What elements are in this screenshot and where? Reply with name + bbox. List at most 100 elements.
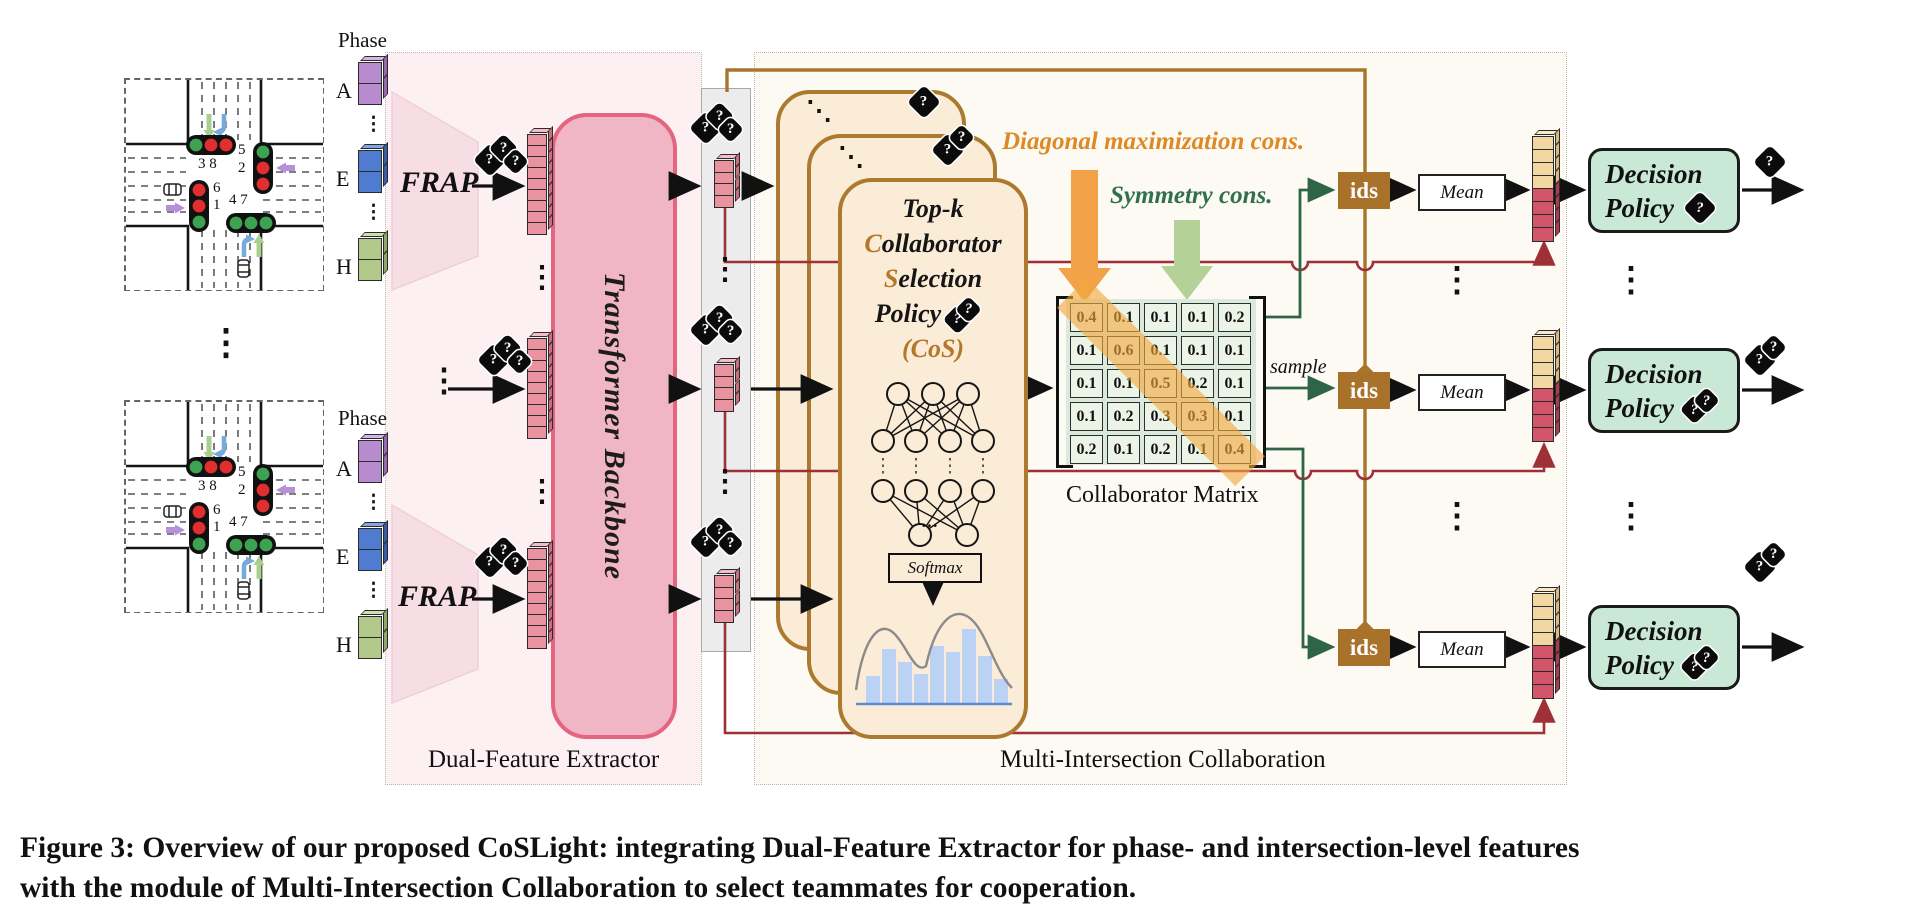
transformer-backbone-label: Transformer Backbone	[598, 271, 631, 581]
cos-card-dice-icon-1: ?	[907, 85, 942, 120]
mean-box-3: Mean	[1418, 631, 1506, 668]
question-dice-icon: ?	[1682, 190, 1720, 225]
decision-policy-box-1: Decision Policy?	[1588, 148, 1740, 233]
matrix-cell: 0.1	[1144, 303, 1177, 332]
decision-policy-box-2: Decision Policy??	[1588, 348, 1740, 433]
obs-dice-icon-1: ???	[473, 133, 538, 184]
phase-letter-e: E	[336, 544, 350, 569]
phase-feature-stack-2	[527, 338, 547, 439]
matrix-cell: 0.1	[1181, 303, 1214, 332]
dual-feature-extractor-label: Dual-Feature Extractor	[428, 746, 660, 773]
ellipsis-vertical: ⋮	[1614, 262, 1648, 299]
obs-dice-icon-3: ???	[473, 535, 538, 586]
obs-dice-icon-2: ???	[477, 333, 542, 384]
phase-label-top: Phase	[338, 28, 387, 52]
phase-letter-h: H	[336, 254, 352, 279]
cos-title-line5: (CoS)	[901, 334, 965, 363]
phase-cubes-a	[358, 62, 382, 105]
matrix-cell: 0.1	[1181, 336, 1214, 365]
transformer-backbone-box: Transformer Backbone	[551, 113, 677, 739]
matrix-cell: 0.1	[1218, 402, 1251, 431]
signal-number-south: 4 7	[229, 192, 248, 208]
mean-box-1: Mean	[1418, 174, 1506, 211]
ids-box-1: ids	[1338, 172, 1390, 209]
matrix-cell: 0.2	[1218, 303, 1251, 332]
strip-dice-icon-3: ???	[689, 515, 752, 564]
signal-number-west-top: 6	[213, 502, 221, 518]
strip-dice-icon-2: ???	[689, 303, 752, 352]
softmax-box: Softmax	[888, 553, 982, 583]
ellipsis-diagonal: ⋱	[838, 142, 864, 171]
signal-number-south: 4 7	[229, 514, 248, 530]
matrix-cell: 0.2	[1181, 369, 1214, 398]
matrix-bracket-right	[1249, 296, 1266, 468]
frap-label-2: FRAP	[398, 580, 477, 613]
phase-label-bottom: Phase	[338, 406, 387, 430]
phase-cubes-a	[358, 440, 382, 483]
figure-caption-line1: Figure 3: Overview of our proposed CoSLi…	[20, 832, 1580, 864]
matrix-cell: 0.2	[1144, 435, 1177, 464]
phase-cubes-h	[358, 616, 382, 659]
signal-number-west-top: 6	[213, 180, 221, 196]
phase-letter-e: E	[336, 166, 350, 191]
matrix-cell: 0.1	[1070, 369, 1103, 398]
ellipsis-vertical: ⋮	[364, 492, 383, 513]
collaborator-matrix-label: Collaborator Matrix	[1066, 482, 1259, 508]
cos-card-dice-icon-2: ??	[931, 124, 980, 167]
ellipsis-vertical: ⋮	[208, 322, 244, 362]
intersection-snapshot-1: 3 8 5 2 6 1 4 7	[124, 78, 324, 291]
matrix-cell: 0.6	[1107, 336, 1140, 365]
cos-title-line4: Policy??	[830, 296, 1024, 335]
matrix-cell: 0.4	[1218, 435, 1251, 464]
ids-box-2: ids	[1338, 372, 1390, 409]
signal-number-east-top: 5	[238, 142, 246, 158]
ellipsis-vertical: ⋮	[1614, 498, 1648, 535]
figure-caption-line2: with the module of Multi-Intersection Co…	[20, 872, 1137, 904]
matrix-cell: 0.3	[1181, 402, 1214, 431]
aggregated-feature-stack-2	[1532, 336, 1554, 442]
phase-feature-stack-3	[527, 548, 547, 649]
question-dice-icon: ??	[1679, 643, 1720, 681]
phase-cubes-e	[358, 150, 382, 193]
intersection-feature-stack-2	[714, 364, 734, 412]
ellipsis-vertical: ⋮	[710, 465, 740, 498]
matrix-cell: 0.1	[1107, 369, 1140, 398]
intersection-drawing	[126, 402, 323, 612]
ellipsis-vertical: ⋮	[1440, 498, 1474, 535]
intersection-snapshot-2: 3 8 5 2 6 1 4 7	[124, 400, 324, 613]
matrix-cell: 0.1	[1107, 435, 1140, 464]
signal-number-west-bottom: 1	[213, 197, 221, 213]
phase-feature-stack-1	[527, 134, 547, 235]
ids-box-3: ids	[1338, 629, 1390, 666]
ellipsis-vertical: ⋮	[364, 202, 383, 223]
diagonal-constraint-label: Diagonal maximization cons.	[1002, 128, 1305, 155]
matrix-cell: 0.5	[1144, 369, 1177, 398]
aggregated-feature-stack-1	[1532, 136, 1554, 242]
frap-label-1: FRAP	[400, 166, 479, 199]
matrix-cell: 0.1	[1181, 435, 1214, 464]
matrix-cell: 0.4	[1070, 303, 1103, 332]
phase-cubes-h	[358, 238, 382, 281]
aggregated-feature-stack-3	[1532, 593, 1554, 699]
intersection-drawing	[126, 80, 323, 290]
ellipsis-vertical: ⋮	[1440, 262, 1474, 299]
action-dice-icon-3: ??	[1743, 541, 1792, 584]
intersection-feature-stack-1	[714, 160, 734, 208]
signal-number-north: 3 8	[198, 156, 217, 172]
ellipsis-vertical: ⋮	[364, 114, 383, 135]
phase-letter-a: A	[336, 78, 352, 103]
action-dice-icon-1: ?	[1753, 145, 1790, 180]
signal-number-north: 3 8	[198, 478, 217, 494]
signal-number-east-bottom: 2	[238, 482, 246, 498]
sample-label: sample	[1270, 356, 1327, 378]
phase-letter-h: H	[336, 632, 352, 657]
cos-card-front: Top-k Collaborator Selection Policy?? (C…	[838, 178, 1028, 739]
intersection-feature-stack-3	[714, 575, 734, 623]
ellipsis-vertical: ⋮	[428, 362, 460, 398]
phase-cubes-e	[358, 528, 382, 571]
cos-title-line2: Collaborator	[864, 229, 1002, 258]
matrix-cell: 0.1	[1144, 336, 1177, 365]
phase-letter-a: A	[336, 456, 352, 481]
